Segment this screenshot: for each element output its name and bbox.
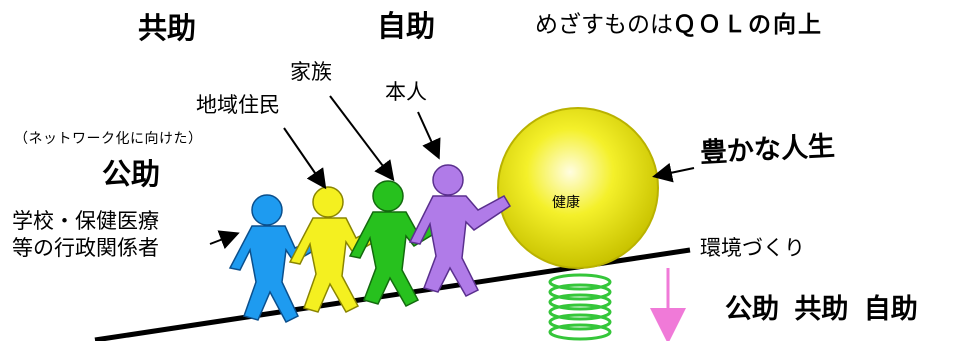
kenko-label: 健康 — [552, 195, 580, 211]
goal-suffix: の向上 — [748, 12, 823, 38]
goal-statement: めざすものはＱＯＬの向上 — [535, 14, 823, 37]
arrow-school — [209, 230, 240, 250]
arrow-honnin — [417, 111, 441, 160]
honnin-label: 本人 — [385, 80, 427, 104]
chiiki-label: 地域住民 — [196, 93, 280, 117]
kojo-heading: 公助 — [102, 157, 161, 191]
arrow-chiiki — [283, 127, 327, 190]
school-label-line1: 学校・保健医療 — [12, 209, 159, 233]
arrow-kazoku — [329, 95, 395, 182]
goal-highlight: ＱＯＬ — [673, 12, 748, 38]
school-label: 学校・保健医療 等の行政関係者 — [12, 208, 159, 262]
figure-self — [408, 164, 512, 297]
school-label-line2: 等の行政関係者 — [12, 236, 159, 260]
jijo-heading: 自助 — [377, 9, 436, 43]
bottom-triad: 公助 共助 自助 — [725, 294, 918, 325]
yutaka-label: 豊かな人生 — [699, 130, 836, 169]
health-ball — [497, 107, 659, 269]
arrow-yutaka — [652, 162, 695, 183]
kyojo-heading: 共助 — [138, 11, 197, 45]
network-note: （ネットワーク化に向けた） — [14, 131, 203, 147]
goal-prefix: めざすものは — [535, 12, 673, 38]
kazoku-label: 家族 — [290, 60, 332, 84]
kankyo-label: 環境づくり — [700, 236, 805, 260]
spring — [548, 273, 612, 341]
